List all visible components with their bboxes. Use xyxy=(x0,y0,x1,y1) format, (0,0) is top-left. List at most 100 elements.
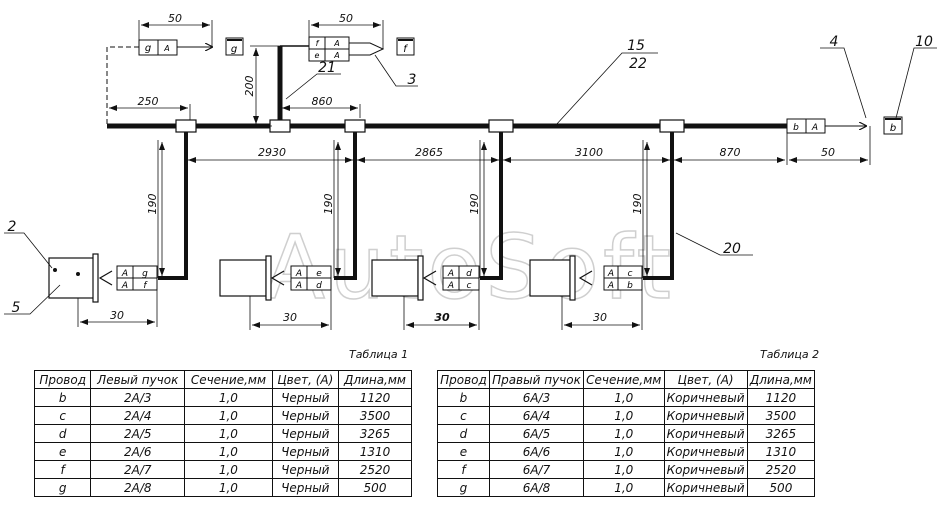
table1-header-row: Провод Левый пучок Сечение,мм Цвет, (A) … xyxy=(33,370,412,389)
svg-text:e: e xyxy=(315,51,320,60)
svg-text:250: 250 xyxy=(138,95,159,108)
callout-labels: 15 22 4 10 21 3 2 5 20 xyxy=(8,34,933,316)
table-cell: 6A/5 xyxy=(488,424,585,443)
svg-text:c: c xyxy=(467,281,472,291)
table-cell: d xyxy=(33,424,92,443)
table-cell: 3500 xyxy=(746,406,816,425)
table-row: c 2A/4 1,0 Черный 3500 xyxy=(33,406,412,425)
svg-text:A: A xyxy=(121,281,128,291)
svg-text:A: A xyxy=(447,269,454,279)
svg-text:30: 30 xyxy=(283,311,297,324)
table-row: e 6A/6 1,0 Коричневый 1310 xyxy=(437,442,816,461)
table-cell: 1120 xyxy=(746,388,816,407)
svg-text:50: 50 xyxy=(821,146,835,159)
table1-header: Цвет, (A) xyxy=(271,370,340,389)
svg-text:g: g xyxy=(142,269,148,279)
table-cell: d xyxy=(437,424,490,443)
conn-tag-2: A e A d xyxy=(290,265,332,291)
svg-text:3: 3 xyxy=(408,72,417,88)
table2-header-row: Провод Правый пучок Сечение,мм Цвет, (A)… xyxy=(437,370,816,389)
conn-tag-3: A d A c xyxy=(442,265,480,291)
svg-text:5: 5 xyxy=(12,300,21,316)
table-row: g 6A/8 1,0 Коричневый 500 xyxy=(437,478,816,497)
table-cell: 2A/6 xyxy=(90,442,186,461)
svg-text:200: 200 xyxy=(243,76,256,97)
svg-text:d: d xyxy=(316,281,322,291)
tag-g: g A xyxy=(138,39,212,56)
table-cell: 6A/6 xyxy=(488,442,585,461)
svg-text:e: e xyxy=(316,269,322,279)
table-cell: 1,0 xyxy=(184,478,273,497)
table-cell: 6A/8 xyxy=(488,478,585,497)
table-row: b 6A/3 1,0 Коричневый 1120 xyxy=(437,388,816,407)
svg-text:f: f xyxy=(143,281,148,291)
svg-text:3100: 3100 xyxy=(575,146,603,159)
svg-text:A: A xyxy=(121,269,128,279)
table-cell: f xyxy=(437,460,490,479)
table-cell: 2A/5 xyxy=(90,424,186,443)
table-cell: 2A/7 xyxy=(90,460,186,479)
table-cell: Черный xyxy=(271,424,340,443)
table-cell: 6A/4 xyxy=(488,406,585,425)
table-cell: Коричневый xyxy=(663,460,748,479)
table-cell: 6A/3 xyxy=(488,388,585,407)
table-row: c 6A/4 1,0 Коричневый 3500 xyxy=(437,406,816,425)
table-row: e 2A/6 1,0 Черный 1310 xyxy=(33,442,412,461)
table-cell: 1,0 xyxy=(583,442,665,461)
table-row: d 2A/5 1,0 Черный 3265 xyxy=(33,424,412,443)
table-cell: e xyxy=(33,442,92,461)
table-row: f 2A/7 1,0 Черный 2520 xyxy=(33,460,412,479)
table1-header: Длина,мм xyxy=(338,370,412,389)
svg-text:30: 30 xyxy=(110,309,124,322)
svg-text:b: b xyxy=(627,281,633,291)
table-cell: Коричневый xyxy=(663,388,748,407)
connector-pins xyxy=(98,270,593,286)
table-cell: e xyxy=(437,442,490,461)
svg-text:f: f xyxy=(316,39,320,48)
svg-text:190: 190 xyxy=(631,194,644,215)
svg-text:A: A xyxy=(607,281,614,291)
table2: Провод Правый пучок Сечение,мм Цвет, (A)… xyxy=(437,370,816,497)
table-cell: g xyxy=(33,478,92,497)
table-cell: Коричневый xyxy=(663,478,748,497)
table-cell: 500 xyxy=(338,478,412,497)
table-cell: Черный xyxy=(271,388,340,407)
svg-text:2: 2 xyxy=(8,219,17,235)
table-cell: b xyxy=(437,388,490,407)
table-cell: 1,0 xyxy=(184,388,273,407)
svg-text:190: 190 xyxy=(468,194,481,215)
table-cell: 2520 xyxy=(746,460,816,479)
table-row: f 6A/7 1,0 Коричневый 2520 xyxy=(437,460,816,479)
svg-text:A: A xyxy=(811,123,818,133)
table2-header: Провод xyxy=(437,370,490,389)
svg-text:f: f xyxy=(403,44,408,55)
table-row: d 6A/5 1,0 Коричневый 3265 xyxy=(437,424,816,443)
table-cell: c xyxy=(33,406,92,425)
svg-text:15: 15 xyxy=(627,38,645,54)
table-cell: 2A/4 xyxy=(90,406,186,425)
table2-caption: Таблица 2 xyxy=(760,348,820,361)
svg-text:4: 4 xyxy=(830,34,839,50)
table-cell: 1120 xyxy=(338,388,412,407)
svg-text:30: 30 xyxy=(593,311,607,324)
table-cell: f xyxy=(33,460,92,479)
table-cell: 1310 xyxy=(338,442,412,461)
table2-header: Длина,мм xyxy=(746,370,816,389)
svg-text:b: b xyxy=(890,123,896,134)
table-cell: 2520 xyxy=(338,460,412,479)
table-cell: c xyxy=(437,406,490,425)
table-cell: 1,0 xyxy=(583,478,665,497)
table-cell: b xyxy=(33,388,92,407)
table-cell: 1,0 xyxy=(583,424,665,443)
svg-text:g: g xyxy=(145,43,151,54)
table-cell: Черный xyxy=(271,406,340,425)
svg-text:2865: 2865 xyxy=(415,146,443,159)
table-cell: 1,0 xyxy=(583,388,665,407)
table1: Провод Левый пучок Сечение,мм Цвет, (A) … xyxy=(33,370,412,497)
callout-leaders xyxy=(4,47,937,315)
drop-branches xyxy=(184,132,674,280)
table-cell: g xyxy=(437,478,490,497)
table-cell: 3265 xyxy=(746,424,816,443)
svg-text:870: 870 xyxy=(720,146,741,159)
table2-header: Цвет, (A) xyxy=(663,370,748,389)
